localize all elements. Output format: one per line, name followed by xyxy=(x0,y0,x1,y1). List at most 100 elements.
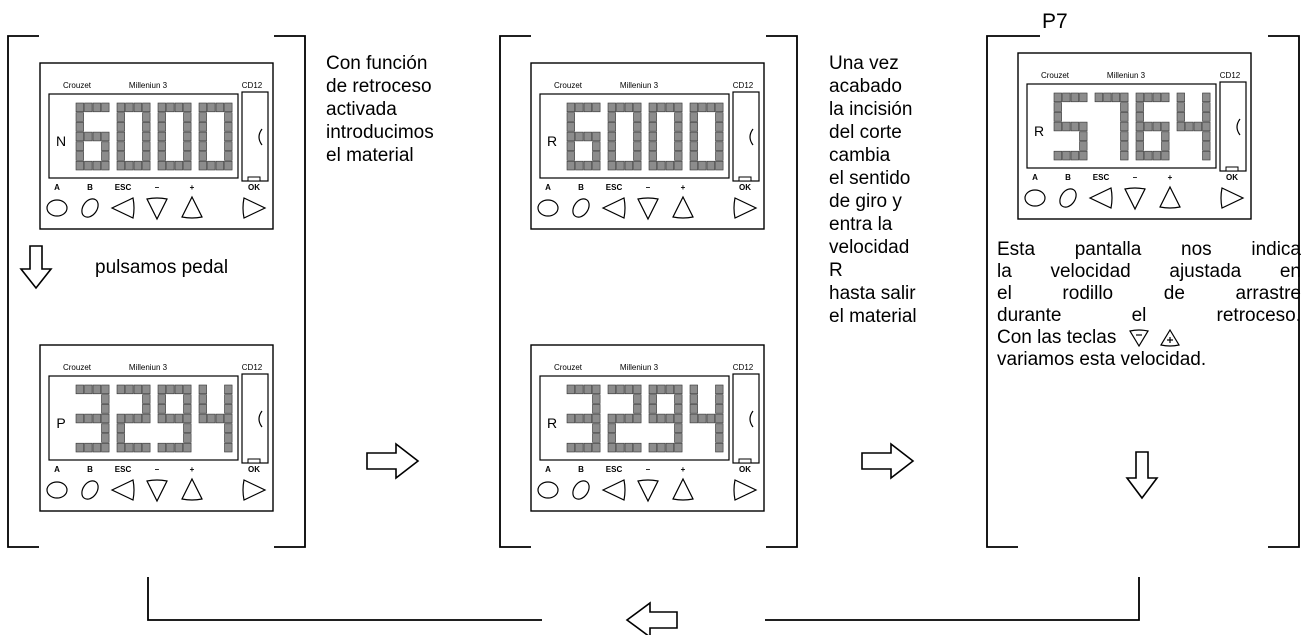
brand-label: Crouzet xyxy=(63,363,92,372)
button-plus xyxy=(181,477,203,501)
lcd-segment xyxy=(592,404,601,414)
lcd-segment xyxy=(674,404,683,414)
module-label: CD12 xyxy=(242,81,263,90)
lcd-segment xyxy=(566,141,575,151)
module-slot xyxy=(241,91,269,182)
lcd-segment xyxy=(125,102,134,113)
lcd-segment xyxy=(1176,102,1185,112)
lcd-segment xyxy=(174,160,183,171)
button-label: + xyxy=(1168,173,1173,182)
lcd-segment xyxy=(1120,141,1129,151)
lcd-segment xyxy=(224,160,233,171)
lcd-segment xyxy=(183,102,192,113)
lcd-segment xyxy=(648,122,657,132)
lcd-segment xyxy=(566,102,575,113)
module-label: CD12 xyxy=(733,81,754,90)
lcd-segment xyxy=(1053,102,1062,112)
lcd-segment xyxy=(157,141,166,151)
description-3-line: el rodillo de arrastre xyxy=(997,283,1301,304)
lcd-segment xyxy=(1135,102,1144,112)
lcd-segment xyxy=(157,102,166,113)
button-label: – xyxy=(646,183,651,192)
button-b xyxy=(81,480,99,500)
lcd-segment xyxy=(674,442,683,453)
button-plus xyxy=(672,195,694,219)
module-latch xyxy=(1236,118,1241,136)
lcd-segment xyxy=(674,141,683,151)
plus-key-icon xyxy=(1159,328,1180,347)
button-a xyxy=(1024,189,1046,207)
lcd-segment xyxy=(198,413,207,424)
lcd-segment xyxy=(607,384,616,395)
lcd-segment xyxy=(657,160,666,171)
lcd-segment xyxy=(183,112,192,122)
lcd-segment xyxy=(592,131,601,142)
button-b xyxy=(572,480,590,500)
button-label: B xyxy=(1065,173,1071,182)
brand-label: Crouzet xyxy=(554,81,583,90)
lcd-segment xyxy=(157,413,166,424)
lcd-segment xyxy=(75,141,84,151)
lcd-segment xyxy=(1135,141,1144,151)
lcd-segment xyxy=(84,131,93,142)
lcd-segment xyxy=(157,394,166,404)
lcd-digits xyxy=(566,384,724,453)
lcd-segment xyxy=(125,160,134,171)
lcd-segment xyxy=(566,151,575,161)
lcd-segment xyxy=(689,131,698,142)
lcd-segment xyxy=(183,122,192,132)
lcd-segment xyxy=(715,404,724,414)
lcd-segment xyxy=(706,102,715,113)
lcd-segment xyxy=(101,433,110,443)
button-label: B xyxy=(578,183,584,192)
lcd-segment xyxy=(157,404,166,414)
lcd-segment xyxy=(1094,92,1103,103)
lcd-segment xyxy=(633,112,642,122)
button-plus xyxy=(672,477,694,501)
lcd-segment xyxy=(1062,92,1071,103)
lcd-segment xyxy=(1120,102,1129,112)
lcd-segment xyxy=(633,394,642,404)
button-ok xyxy=(242,197,267,219)
lcd-segment xyxy=(75,131,84,142)
module-label: CD12 xyxy=(733,363,754,372)
lcd-segment xyxy=(183,413,192,424)
lcd-segment xyxy=(142,141,151,151)
lcd-segment xyxy=(133,384,142,395)
button-ok xyxy=(733,197,758,219)
lcd-segment xyxy=(224,442,233,453)
lcd-segment xyxy=(566,131,575,142)
lcd-segment xyxy=(607,122,616,132)
lcd-segment xyxy=(575,160,584,171)
description-3-keys-line: Con las teclas xyxy=(997,327,1301,349)
button-esc xyxy=(601,479,626,501)
lcd-segment xyxy=(101,131,110,142)
lcd-segment xyxy=(183,433,192,443)
lcd-segment xyxy=(166,102,175,113)
lcd-segment xyxy=(101,160,110,171)
lcd-segment xyxy=(157,131,166,142)
lcd-segment xyxy=(224,404,233,414)
lcd-segment xyxy=(665,102,674,113)
lcd-segment xyxy=(198,384,207,395)
lcd-segment xyxy=(633,141,642,151)
lcd-segment xyxy=(607,151,616,161)
module-latch xyxy=(749,410,754,428)
lcd-segment xyxy=(157,151,166,161)
button-label: ESC xyxy=(115,183,132,192)
lcd-segment xyxy=(183,404,192,414)
lcd-segment xyxy=(1152,150,1161,161)
lcd-segment xyxy=(633,102,642,113)
lcd-segment xyxy=(566,122,575,132)
lcd-segment xyxy=(592,433,601,443)
lcd-segment xyxy=(1144,150,1153,161)
lcd-segment xyxy=(1161,131,1170,141)
lcd-segment xyxy=(583,442,592,453)
lcd-segment xyxy=(215,102,224,113)
lcd-segment xyxy=(92,160,101,171)
lcd-segment xyxy=(624,442,633,453)
button-minus xyxy=(146,479,168,503)
button-label: ESC xyxy=(1093,173,1110,182)
lcd-segment xyxy=(706,160,715,171)
lcd-segment xyxy=(698,413,707,424)
